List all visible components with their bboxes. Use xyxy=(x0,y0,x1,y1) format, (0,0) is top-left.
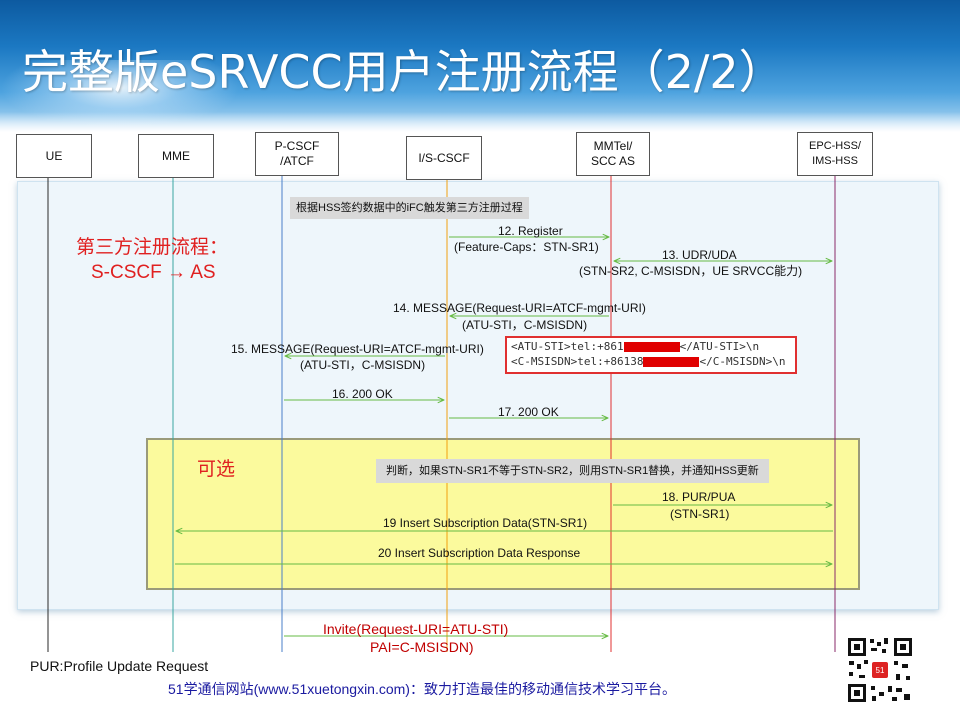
header-fade xyxy=(0,112,960,132)
msg-14-line2: (ATU-STI，C-MSISDN) xyxy=(462,318,588,332)
entity-hss: EPC-HSS/ IMS-HSS xyxy=(797,132,873,176)
entity-iscscf-label: I/S-CSCF xyxy=(418,150,470,165)
entity-mmtel-label-2: SCC AS xyxy=(590,154,635,168)
entity-ue-label: UE xyxy=(45,148,63,163)
msg-12-line1: 12. Register xyxy=(498,224,563,238)
footer-text: 51学通信网站(www.51xuetongxin.com)：致力打造最佳的移动通… xyxy=(168,681,676,697)
msg-16: 16. 200 OK xyxy=(332,387,393,401)
msg-13-line2: (STN-SR2, C-MSISDN，UE SRVCC能力) xyxy=(579,264,803,278)
msg-20: 20 Insert Subscription Data Response xyxy=(378,546,581,560)
judge-note: 判断，如果STN-SR1不等于STN-SR2，则用STN-SR1替换，并通知HS… xyxy=(376,459,769,483)
entity-mmtel-label-1: MMTel/ xyxy=(593,139,633,153)
msg-17: 17. 200 OK xyxy=(498,405,559,419)
xml-cmsisdn-open: <C-MSISDN>tel:+86138 xyxy=(511,355,644,368)
xml-atu-close: </ATU-STI>\n xyxy=(679,340,760,353)
msg-18-line2: (STN-SR1) xyxy=(670,507,730,521)
msg-19: 19 Insert Subscription Data(STN-SR1) xyxy=(383,516,588,530)
invite-line2: PAI=C-MSISDN) xyxy=(370,639,474,655)
entity-pcscf: P-CSCF /ATCF xyxy=(255,132,339,176)
qr-logo-text: 51 xyxy=(876,666,885,675)
redaction-block xyxy=(643,357,700,367)
entity-hss-label-1: EPC-HSS/ xyxy=(809,140,861,152)
third-party-title-2: S-CSCF → AS xyxy=(91,262,216,283)
qr-logo-badge xyxy=(872,662,888,678)
ifc-note: 根据HSS签约数据中的iFC触发第三方注册过程 xyxy=(290,197,529,219)
entity-pcscf-label-1: P-CSCF xyxy=(274,139,320,153)
entity-hss-label-2: IMS-HSS xyxy=(812,155,858,167)
xml-cmsisdn-close: </C-MSISDN>\n xyxy=(699,355,786,368)
third-party-title-1: 第三方注册流程： xyxy=(76,237,229,258)
entity-mme-label: MME xyxy=(162,148,190,163)
msg-14-line1: 14. MESSAGE(Request-URI=ATCF-mgmt-URI) xyxy=(393,301,646,315)
invite-line1: Invite(Request-URI=ATU-STI) xyxy=(323,621,509,637)
optional-label: 可选 xyxy=(197,459,236,480)
entity-iscscf: I/S-CSCF xyxy=(406,136,482,180)
qr-code-image: 51 xyxy=(846,636,914,704)
page-title: 完整版eSRVCC用户注册流程（2/2） xyxy=(22,45,785,99)
entity-mmtel: MMTel/ SCC AS xyxy=(576,132,650,176)
xml-line-atu-sti: <ATU-STI>tel:+861 </ATU-STI>\n xyxy=(511,340,759,353)
msg-15-line1: 15. MESSAGE(Request-URI=ATCF-mgmt-URI) xyxy=(231,342,484,356)
pur-definition: PUR:Profile Update Request xyxy=(30,658,209,674)
entity-pcscf-label-2: /ATCF xyxy=(280,154,314,168)
xml-line-cmsisdn: <C-MSISDN>tel:+86138 </C-MSISDN>\n xyxy=(511,355,786,368)
header-banner xyxy=(0,0,960,132)
xml-snippet: <ATU-STI>tel:+861 </ATU-STI>\n <C-MSISDN>… xyxy=(505,336,797,374)
entity-mme: MME xyxy=(138,134,214,178)
redaction-block xyxy=(623,342,680,352)
xml-atu-open: <ATU-STI>tel:+861 xyxy=(511,340,624,353)
entity-ue: UE xyxy=(16,134,92,178)
msg-18-line1: 18. PUR/PUA xyxy=(662,490,736,504)
msg-15-line2: (ATU-STI，C-MSISDN) xyxy=(300,358,426,372)
msg-13-line1: 13. UDR/UDA xyxy=(662,248,737,262)
msg-12-line2: (Feature-Caps：STN-SR1) xyxy=(454,240,599,254)
